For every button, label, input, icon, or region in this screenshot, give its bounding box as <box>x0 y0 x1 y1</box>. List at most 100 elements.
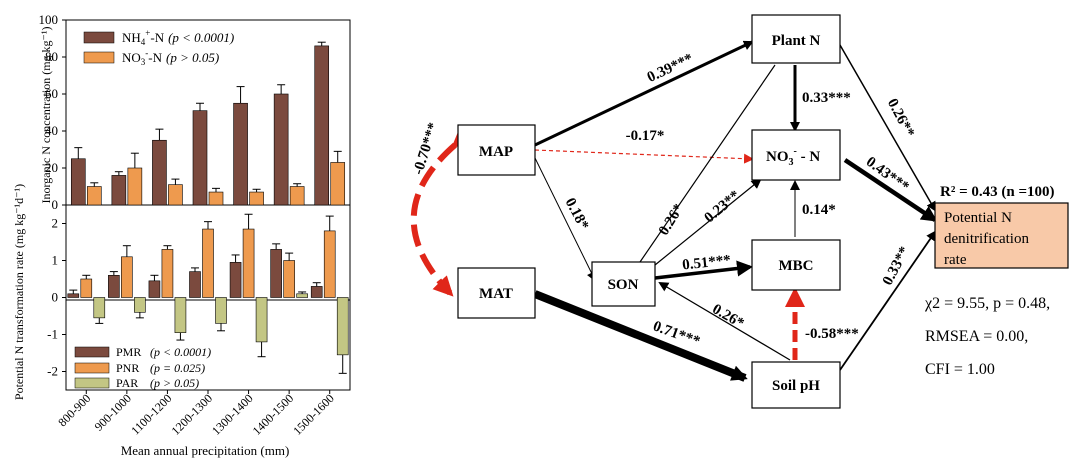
xtick-label: 1100-1200 <box>128 391 174 437</box>
bar-pmr <box>189 271 201 298</box>
coef-ph-mbc: -0.58*** <box>805 326 859 342</box>
top-y-axis: 0 20 40 60 80 100 <box>39 12 66 212</box>
node-plant-n <box>751 14 841 64</box>
bar-par <box>336 297 349 356</box>
bar-no3 <box>289 186 305 206</box>
node-soil-ph <box>751 361 841 409</box>
fit-cfi: CFI = 1.00 <box>925 361 995 378</box>
node-soil-ph-label: Soil pH <box>772 378 820 394</box>
legend-swatch-pnr <box>74 362 110 374</box>
bar-nh4 <box>314 45 330 206</box>
bar-no3 <box>330 162 346 206</box>
node-target-line3: rate <box>944 252 967 268</box>
xtick-label: 1300-1400 <box>209 391 256 438</box>
top-ytick-label: 60 <box>45 86 58 101</box>
bottom-ytick-label: 2 <box>52 216 59 231</box>
node-mat-label: MAT <box>479 286 513 302</box>
top-legend: NH4+-N(p < 0.0001) NO3--N(p > 0.05) <box>83 28 234 67</box>
bar-nh4 <box>233 102 248 206</box>
edge-ph-son <box>658 281 791 361</box>
bar-pmr <box>67 293 80 298</box>
node-map-label: MAP <box>479 144 513 160</box>
fit-chi: χ2 = 9.55, p = 0.48, <box>924 295 1050 312</box>
top-ytick-label: 0 <box>52 197 59 212</box>
coef-ph-son: 0.26* <box>709 301 746 332</box>
node-son <box>591 261 656 307</box>
xtick-label: 1200-1300 <box>168 391 215 438</box>
xtick-label: 800-900 <box>55 391 93 429</box>
bar-pmr <box>148 280 161 298</box>
coef-plant-target: 0.26** <box>884 96 917 140</box>
bar-nh4 <box>152 139 167 206</box>
edge-map-plant <box>534 40 754 147</box>
edge-son-plant <box>639 64 776 263</box>
bar-par <box>174 297 187 333</box>
bar-no3 <box>168 184 183 206</box>
node-mat <box>457 267 536 319</box>
bottom-ytick-label: -1 <box>47 327 58 342</box>
edge-mat-ph <box>533 290 748 382</box>
node-mbc-label: MBC <box>779 258 814 274</box>
top-ytick-label: 20 <box>45 160 58 175</box>
top-ytick-label: 100 <box>39 12 59 27</box>
bar-par <box>255 297 268 343</box>
bar-no3 <box>127 167 143 206</box>
top-ytick-label: 40 <box>45 123 58 138</box>
bar-no3 <box>208 191 224 206</box>
node-mbc <box>751 239 841 291</box>
bar-pmr <box>270 249 282 298</box>
r-squared: R² = 0.43 (n =100) <box>940 184 1055 200</box>
coef-son-plant: 0.26* <box>656 201 687 238</box>
coef-map-son: 0.18* <box>562 195 592 232</box>
bottom-bars <box>67 213 349 374</box>
bar-nh4 <box>273 93 289 206</box>
xlabel: Mean annual precipitation (mm) <box>121 443 290 458</box>
legend-swatch-par <box>74 377 110 389</box>
node-map <box>457 124 536 176</box>
coef-son-no3: 0.23** <box>701 188 743 227</box>
xtick-label: 1400-1500 <box>250 391 297 438</box>
bar-nh4 <box>70 158 86 206</box>
bar-nh4 <box>111 175 127 206</box>
legend-label-pmr: PMR(p < 0.0001) <box>116 345 211 359</box>
legend-swatch-nh4 <box>83 31 115 44</box>
legend-label-pnr: PNR(p = 0.025) <box>116 361 205 375</box>
bottom-ytick-label: -2 <box>47 364 58 379</box>
bar-pnr <box>323 230 336 298</box>
legend-swatch-no3 <box>83 51 115 64</box>
coef-mbc-no3: 0.14* <box>802 202 836 218</box>
bar-no3 <box>86 186 102 206</box>
top-plot-frame <box>65 19 351 206</box>
sem-nodes: Plant N MAP NO3- - N MAT SON MBC Soil pH… <box>457 14 1069 409</box>
top-bars <box>70 41 346 206</box>
node-plant-n-label: Plant N <box>772 33 821 49</box>
node-target <box>934 202 1069 269</box>
bottom-legend: PMR(p < 0.0001) PNR(p = 0.025) PAR(p > 0… <box>74 345 211 390</box>
bar-nh4 <box>192 110 208 206</box>
node-no3-label: NO3- - N <box>766 146 820 168</box>
legend-label-no3: NO3--N(p > 0.05) <box>122 48 219 67</box>
sem-diagram: Plant N MAP NO3- - N MAT SON MBC Soil pH… <box>410 14 1069 409</box>
edge-son-no3 <box>654 178 762 266</box>
bar-par <box>215 297 227 324</box>
edge-map-son <box>534 157 596 282</box>
node-no3 <box>751 129 841 181</box>
bottom-ylabel: Potential N transformation rate (mg kg⁻¹… <box>12 184 26 400</box>
coef-map-mat: -0.70*** <box>410 121 442 177</box>
coef-plant-no3: 0.33*** <box>802 90 851 106</box>
legend-swatch-pmr <box>74 346 110 358</box>
legend-label-nh4: NH4+-N(p < 0.0001) <box>122 28 234 47</box>
bar-par <box>93 297 106 319</box>
bar-pnr <box>161 249 174 298</box>
legend-label-par: PAR(p > 0.05) <box>116 376 199 390</box>
node-son-label: SON <box>608 277 639 293</box>
bottom-ytick-label: 0 <box>52 290 59 305</box>
bar-pmr <box>229 262 242 298</box>
node-target-line2: denitrification <box>944 231 1029 247</box>
xtick-label: 1500-1600 <box>290 391 337 438</box>
bottom-ytick-label: 1 <box>52 253 59 268</box>
edge-plant-target <box>839 44 936 212</box>
top-ytick-label: 80 <box>45 49 58 64</box>
